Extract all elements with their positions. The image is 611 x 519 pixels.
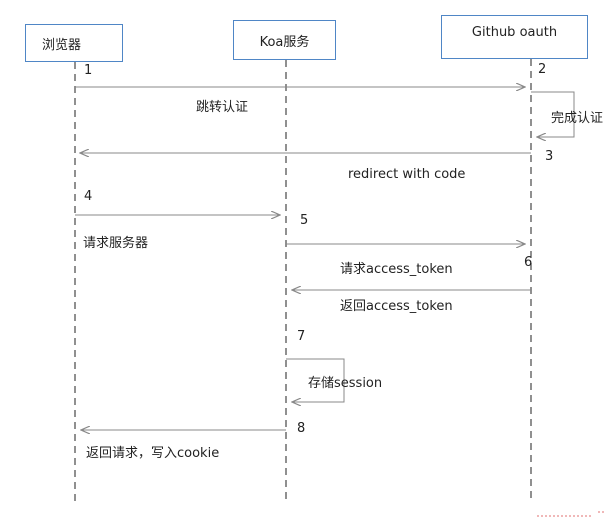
label-redirect-code: redirect with code	[348, 167, 466, 182]
participant-github-label: Github oauth	[471, 25, 558, 40]
label-request-token: 请求access_token	[340, 262, 453, 277]
participant-github: Github oauth	[441, 15, 588, 59]
participant-browser: 浏览器	[25, 24, 123, 62]
label-request-server: 请求服务器	[83, 236, 149, 251]
label-complete-auth: 完成认证	[551, 111, 604, 126]
participant-browser-label: 浏览器	[42, 37, 82, 53]
step-7: 7	[297, 329, 306, 344]
participant-koa-label: Koa服务	[259, 34, 310, 50]
step-4: 4	[84, 189, 93, 204]
label-return-token: 返回access_token	[340, 299, 453, 314]
step-6: 6	[524, 255, 533, 270]
participant-koa: Koa服务	[233, 20, 336, 60]
arrow-complete-auth	[531, 91, 575, 137]
step-5: 5	[300, 213, 309, 228]
arrow-store-session	[286, 358, 345, 402]
step-8: 8	[297, 421, 306, 436]
step-1: 1	[84, 63, 93, 78]
label-jump-auth: 跳转认证	[196, 100, 249, 115]
step-3: 3	[545, 149, 554, 164]
label-store-session: 存储session	[308, 376, 383, 391]
step-2: 2	[538, 62, 547, 77]
label-return-request: 返回请求，写入cookie	[86, 446, 220, 461]
